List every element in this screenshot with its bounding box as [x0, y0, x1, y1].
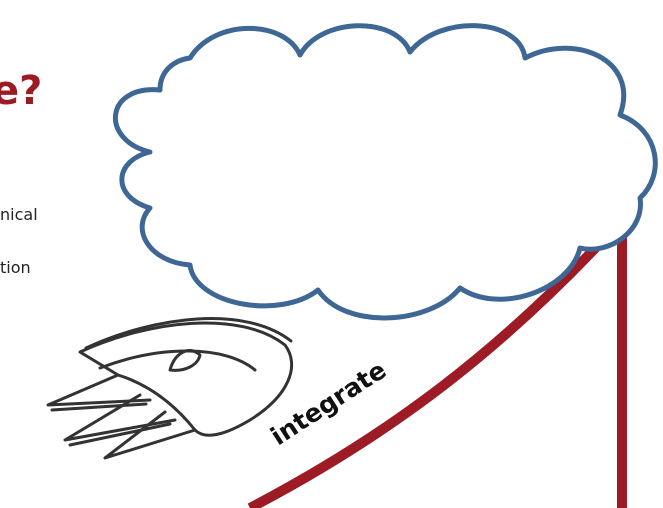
rocket-icon — [48, 319, 292, 458]
